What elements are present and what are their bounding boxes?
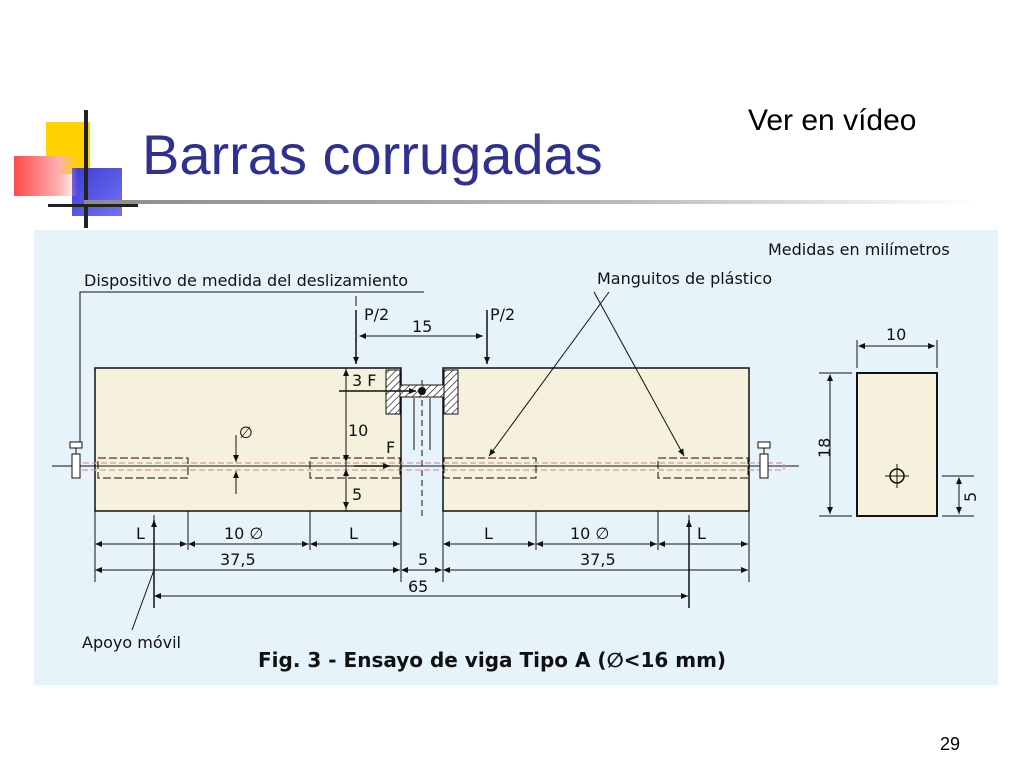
sleeve-right-inner — [443, 457, 537, 479]
dim-section-bar-height: 5 — [961, 492, 980, 502]
sleeve-left-outer — [97, 457, 189, 479]
page-number: 29 — [940, 734, 961, 754]
slip-device-label: Dispositivo de medida del deslizamiento — [84, 271, 408, 290]
figure-caption: Fig. 3 - Ensayo de viga Tipo A (∅<16 mm) — [258, 648, 726, 672]
vertical-line — [84, 110, 88, 228]
dim-top-height: 10 — [348, 421, 368, 440]
dim-10d-right: 10 ∅ — [570, 524, 609, 543]
dim-L-4: L — [697, 524, 706, 543]
dim-gap: 5 — [418, 550, 428, 569]
dim-span-left: 37,5 — [220, 550, 256, 569]
sleeve-right-outer — [657, 457, 749, 479]
corrugated-bar — [73, 462, 785, 471]
dim-section-width: 10 — [886, 325, 906, 344]
title-underline — [84, 200, 974, 204]
beam-test-figure: P/2 P/2 15 3 F F 10 5 ∅ Medidas en milím… — [34, 230, 998, 685]
horizontal-line — [48, 204, 138, 207]
blue-square — [72, 168, 122, 216]
dim-span-right: 37,5 — [580, 550, 616, 569]
red-square — [14, 156, 78, 196]
dim-total: 65 — [408, 577, 428, 596]
force-f-label: F — [386, 438, 395, 457]
slip-gauge-right — [757, 441, 771, 479]
dim-bottom-height: 5 — [352, 485, 362, 504]
beam-right — [442, 367, 750, 512]
dim-L-1: L — [136, 524, 145, 543]
dim-L-3: L — [484, 524, 493, 543]
central-hinge — [385, 369, 459, 450]
dim-10d-left: 10 ∅ — [224, 524, 263, 543]
force-3f-label: 3 F — [352, 371, 376, 390]
sleeve-left-inner — [309, 457, 401, 479]
sleeves-label: Manguitos de plástico — [597, 269, 772, 288]
beam-left — [94, 367, 402, 512]
dim-section-height: 18 — [815, 438, 834, 458]
slide-title: Barras corrugadas — [142, 123, 603, 186]
dim-hinge-gap: 15 — [412, 317, 432, 336]
diameter-label: ∅ — [239, 423, 253, 442]
load-right-label: P/2 — [490, 305, 515, 324]
support-label: Apoyo móvil — [82, 633, 181, 652]
corner-decoration — [10, 110, 140, 230]
slip-gauge-left — [69, 441, 83, 479]
cross-section — [819, 340, 974, 517]
video-link[interactable]: Ver en vídeo — [748, 104, 917, 137]
units-note: Medidas en milímetros — [768, 240, 950, 259]
dim-L-2: L — [349, 524, 358, 543]
beam-diagram: P/2 P/2 15 3 F F 10 5 ∅ Medidas en milím… — [52, 240, 980, 672]
load-left-label: P/2 — [364, 305, 389, 324]
